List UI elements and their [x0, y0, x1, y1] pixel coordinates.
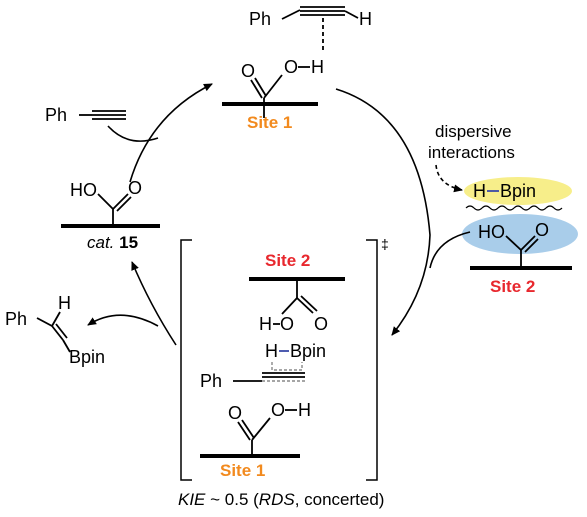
bond	[344, 10, 359, 19]
bond	[51, 325, 64, 341]
bracket-left	[180, 239, 192, 481]
catalyst-15: HO O cat. 15	[61, 178, 160, 252]
atom-ph-product: Ph	[5, 309, 27, 329]
cycle-arrow-to-top	[129, 83, 213, 183]
atom-h-acid-top: H	[311, 57, 324, 77]
atom-o-ts1: O	[271, 400, 285, 420]
atom-bpin-ts: Bpin	[290, 341, 326, 361]
atom-o-ts2: O	[314, 314, 328, 334]
bond	[505, 235, 522, 251]
atom-bpin-hbpin: Bpin	[500, 181, 536, 201]
atom-o-carbonyl-top: O	[241, 61, 255, 81]
bond	[300, 295, 318, 312]
atom-ho-site2: HO	[478, 222, 505, 242]
atom-o-ts2b: O	[280, 314, 294, 334]
bond	[51, 311, 61, 327]
bond	[251, 417, 271, 441]
dispersive-text-1: dispersive	[435, 122, 512, 141]
bond	[97, 193, 114, 210]
phenylacetylene-left: Ph	[45, 105, 126, 125]
atom-ph-left: Ph	[45, 105, 67, 125]
site2-label-right: Site 2	[490, 277, 535, 296]
site1-label-ts: Site 1	[220, 461, 265, 480]
kie-caption: KIE ~ 0.5 (RDS, concerted)	[178, 490, 384, 509]
atom-o-cat: O	[128, 178, 142, 198]
ts-dashed-bonds	[271, 362, 303, 371]
triple-bond	[300, 6, 345, 16]
atom-h-hbpin: H	[473, 181, 486, 201]
atom-h-ts: H	[265, 341, 278, 361]
wavy-line	[465, 205, 563, 211]
triple-bond	[92, 110, 126, 120]
dagger: ‡	[381, 236, 389, 252]
atom-o-top: O	[284, 57, 298, 77]
atom-ph-top: Ph	[249, 9, 271, 29]
atom-ph-ts: Ph	[200, 371, 222, 391]
atom-h-product: H	[58, 293, 71, 313]
dispersive-arrow	[435, 164, 463, 193]
bond	[281, 297, 298, 315]
substrate-entry-arrow	[107, 125, 159, 142]
product-release-arrow	[87, 314, 159, 327]
atom-h-top: H	[359, 9, 372, 29]
bond	[62, 339, 71, 353]
bond	[116, 196, 132, 212]
site2-label-ts: Site 2	[265, 251, 310, 270]
atom-ho-cat: HO	[70, 180, 97, 200]
bond	[281, 9, 301, 20]
atom-h-ts1: H	[298, 400, 311, 420]
atom-h-ts2: H	[259, 314, 272, 334]
atom-o-carbonyl-ts1: O	[228, 403, 242, 423]
bond	[112, 193, 129, 210]
bond	[520, 235, 536, 251]
site1-label-top: Site 1	[247, 113, 292, 132]
top-complex: Ph H O O H Site 1	[222, 6, 372, 132]
hbpin-complex: dispersive interactions H Bpin HO O Site…	[428, 122, 578, 296]
bond	[263, 74, 283, 99]
atom-bpin-product: Bpin	[69, 347, 105, 367]
bond	[254, 77, 267, 97]
bracket-right	[366, 239, 378, 481]
product-vinylboronate: Ph H Bpin	[5, 293, 105, 367]
bond	[250, 79, 263, 99]
bond	[36, 317, 53, 327]
bond	[296, 297, 314, 314]
bond	[524, 238, 539, 253]
transition-state: ‡ Site 2 O H O H Bpin Ph O O H Site 1	[180, 236, 389, 481]
bond	[241, 419, 255, 439]
blue-halo	[462, 214, 578, 254]
yellow-halo	[464, 177, 572, 205]
atom-o-site2: O	[535, 220, 549, 240]
cycle-arrow-to-ts	[335, 88, 431, 336]
hbpin-entry-arrow	[429, 231, 471, 269]
bond	[55, 323, 68, 339]
cycle-arrow-to-cat	[131, 261, 177, 346]
dispersive-text-2: interactions	[428, 143, 515, 162]
cat-label: cat. 15	[87, 233, 138, 252]
bond	[237, 421, 251, 441]
